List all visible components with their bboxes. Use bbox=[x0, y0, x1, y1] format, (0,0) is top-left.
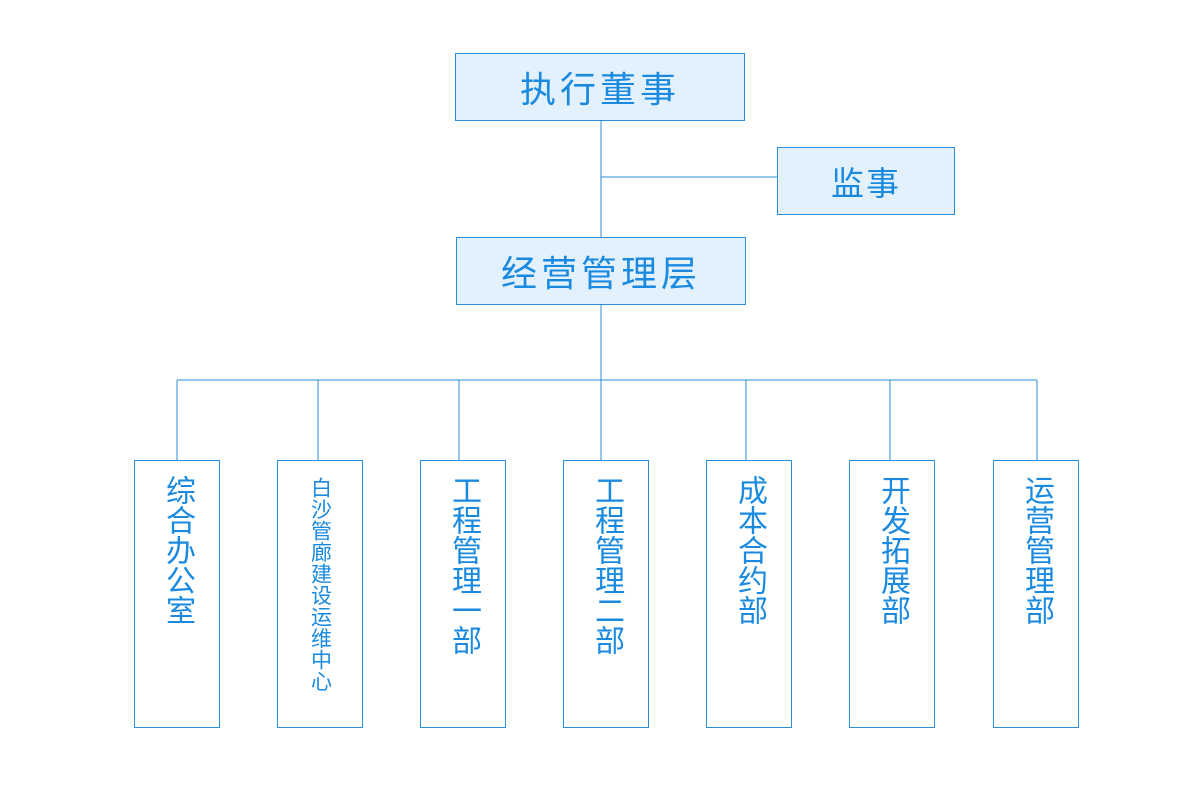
management-node: 经营管理层 bbox=[456, 237, 746, 305]
department-node-development: 开发拓展部 bbox=[849, 460, 935, 728]
department-node-general-office: 综合办公室 bbox=[134, 460, 220, 728]
management-label: 经营管理层 bbox=[500, 254, 701, 295]
department-node-baisha-pipe-gallery-center: 白沙管廊建设运维中心 bbox=[277, 460, 363, 728]
department-label: 工程管理一部 bbox=[446, 475, 481, 655]
department-node-engineering-2: 工程管理二部 bbox=[563, 460, 649, 728]
department-node-engineering-1: 工程管理一部 bbox=[420, 460, 506, 728]
department-node-cost-contract: 成本合约部 bbox=[706, 460, 792, 728]
department-label: 综合办公室 bbox=[160, 475, 195, 625]
supervisor-node: 监事 bbox=[777, 147, 955, 215]
department-label: 工程管理二部 bbox=[589, 475, 624, 655]
department-label: 成本合约部 bbox=[732, 475, 767, 625]
supervisor-label: 监事 bbox=[831, 164, 901, 203]
department-label: 白沙管廊建设运维中心 bbox=[308, 477, 333, 692]
executive-director-label: 执行董事 bbox=[519, 70, 680, 111]
department-label: 运营管理部 bbox=[1019, 475, 1054, 625]
department-node-operations: 运营管理部 bbox=[993, 460, 1079, 728]
department-label: 开发拓展部 bbox=[875, 475, 910, 625]
executive-director-node: 执行董事 bbox=[455, 53, 745, 121]
